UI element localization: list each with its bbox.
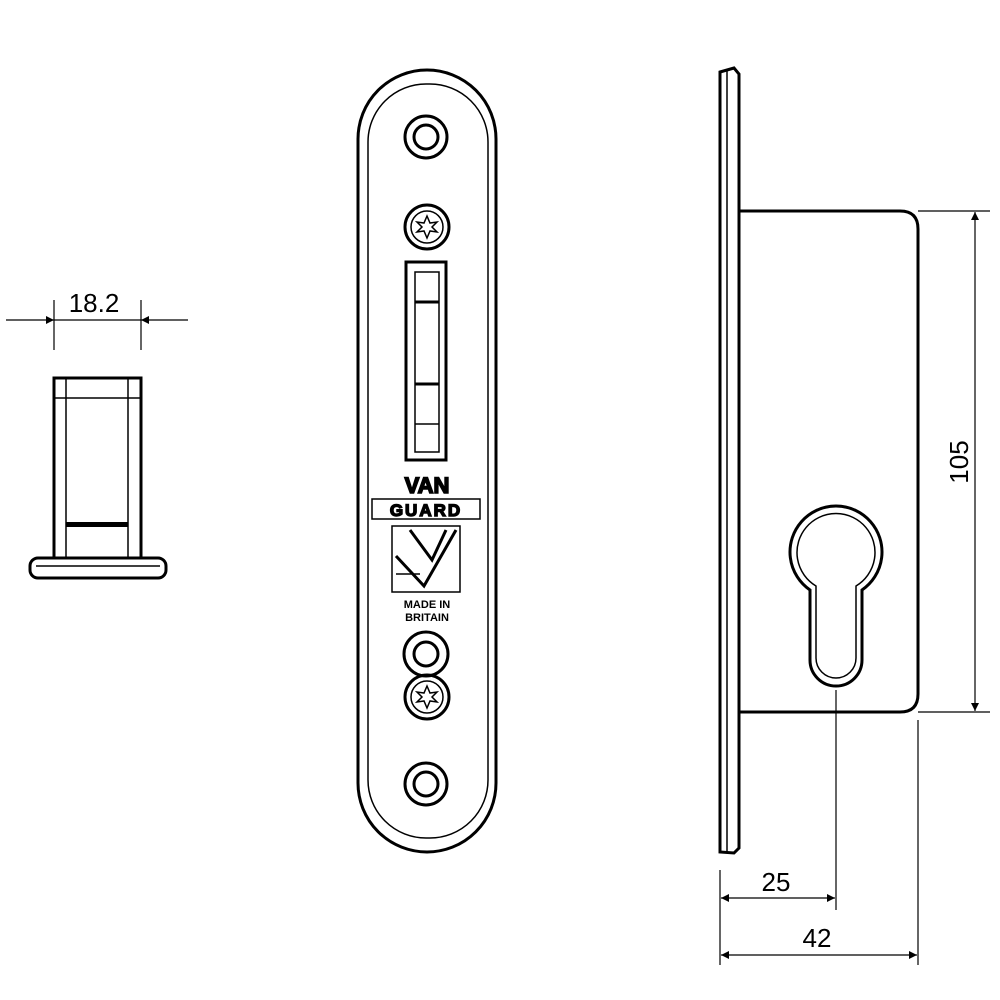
dimension-case-depth: 42 <box>721 720 919 965</box>
bolt-slot <box>404 260 448 462</box>
brand-block: VAN GUARD <box>371 472 481 521</box>
brand-line-van: VAN <box>405 473 450 498</box>
dimension-label-backset: 25 <box>762 867 791 897</box>
bolt-end-view <box>28 376 168 580</box>
dimension-label-height: 105 <box>944 440 974 483</box>
torx-screw-icon <box>403 673 451 721</box>
faceplate-front-view: VAN GUARD MADE IN BRITAIN <box>356 68 498 854</box>
bottom-fixing-hole <box>403 761 449 807</box>
lock-case-side-view <box>718 66 920 855</box>
euro-cylinder-cutout-icon <box>788 504 884 688</box>
dimension-width-top: 18.2 <box>6 288 188 350</box>
torx-screw-icon <box>403 203 451 251</box>
made-in-line1: MADE IN <box>404 599 451 611</box>
dimension-label-width: 18.2 <box>69 288 120 318</box>
brand-line-guard: GUARD <box>390 501 462 520</box>
made-in-line2: BRITAIN <box>405 612 449 624</box>
dimension-backset: 25 <box>719 690 837 965</box>
top-fixing-hole <box>403 114 449 160</box>
dimension-height-right: 105 <box>918 210 990 713</box>
vanguard-logo-icon <box>391 525 461 593</box>
dimension-label-depth: 42 <box>803 923 832 953</box>
